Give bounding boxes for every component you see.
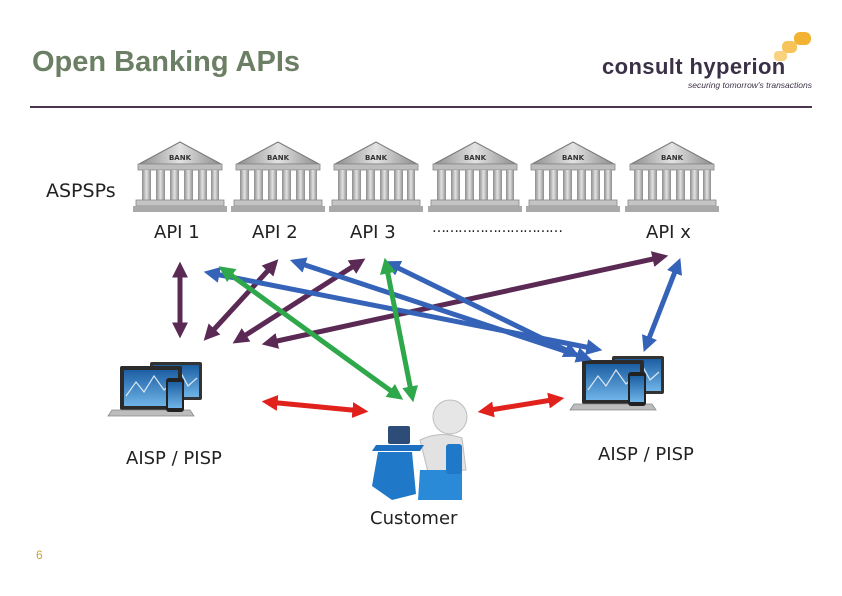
bank-sign-4: BANK <box>464 154 487 162</box>
arrow-customer-left-provider <box>261 394 369 419</box>
bank-sign-3: BANK <box>365 154 388 162</box>
provider-right-label: AISP / PISP <box>598 444 694 465</box>
arrow-right-apix <box>642 258 682 352</box>
bank-sign-6: BANK <box>661 154 684 162</box>
logo-tagline: securing tomorrow's transactions <box>688 80 812 90</box>
title-divider <box>30 106 812 108</box>
arrow-customer-right-provider <box>477 392 565 418</box>
arrow-customer-api1 <box>218 266 404 400</box>
bank-icon-more <box>427 141 523 213</box>
provider-right-devices-icon <box>569 355 665 411</box>
bank-icon-api3 <box>328 141 424 213</box>
provider-left-label: AISP / PISP <box>126 448 222 469</box>
bank-sign-5: BANK <box>562 154 585 162</box>
logo-dots-icon <box>774 32 811 61</box>
api-label-ellipsis: ………………………… <box>432 220 563 236</box>
company-logo: consult hyperion securing tomorrow's tra… <box>602 32 814 94</box>
bank-sign-1: BANK <box>169 154 192 162</box>
customer-icon <box>372 399 468 500</box>
logo-wordmark: consult hyperion <box>602 54 786 79</box>
arrow-right-api2 <box>289 257 593 363</box>
api-label-3: API 3 <box>350 222 396 243</box>
page-title: Open Banking APIs <box>32 46 301 78</box>
customer-label: Customer <box>370 508 458 529</box>
api-label-2: API 2 <box>252 222 298 243</box>
bank-icon-more-2 <box>525 141 621 213</box>
provider-left-devices-icon <box>107 361 203 417</box>
bank-sign-2: BANK <box>267 154 290 162</box>
arrow-right-api3 <box>384 261 580 357</box>
bank-icon-api1 <box>132 141 228 213</box>
aspsps-label: ASPSPs <box>46 180 116 202</box>
api-label-1: API 1 <box>154 222 200 243</box>
api-label-x: API x <box>646 222 691 243</box>
arrow-customer-api3 <box>380 257 418 403</box>
page-number: 6 <box>36 548 43 562</box>
bank-icon-apix <box>624 141 720 213</box>
bank-icon-api2 <box>230 141 326 213</box>
